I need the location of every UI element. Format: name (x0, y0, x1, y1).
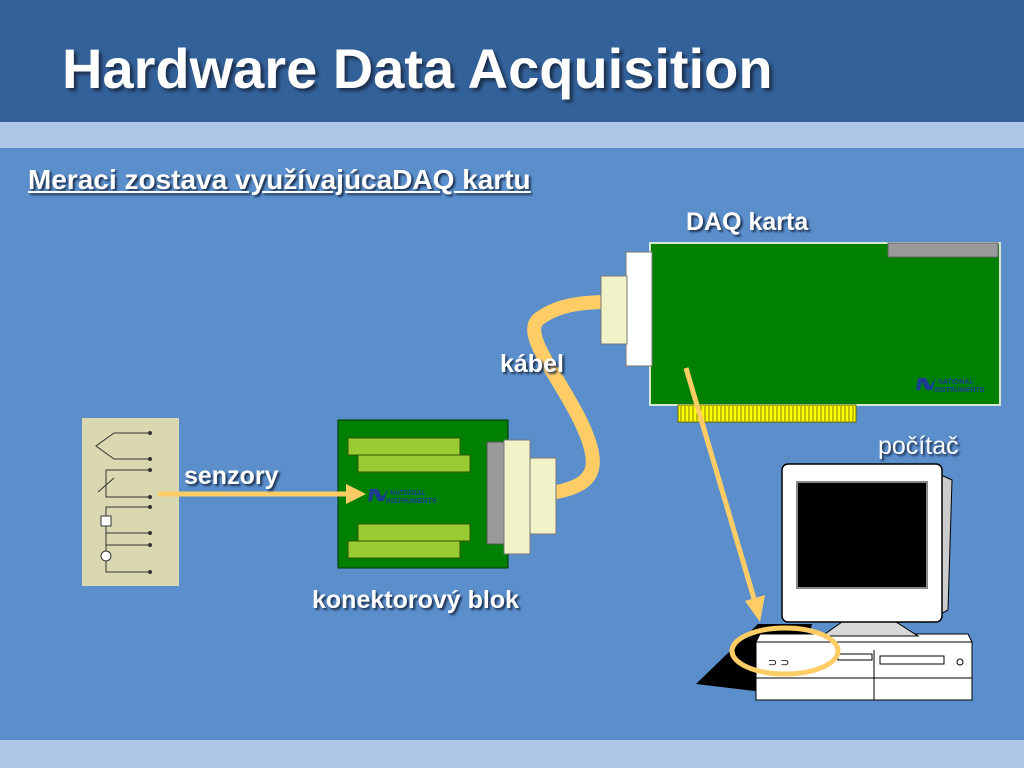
terminal-strip-4 (347, 540, 461, 559)
sensor-wire-2 (105, 469, 150, 498)
connector-block-plug-base (486, 441, 506, 545)
bottom-stripe (0, 740, 1024, 768)
slide-subtitle: Meraci zostava využívajúcaDAQ kartu (28, 164, 531, 195)
sensor-wire-1 (95, 432, 150, 460)
daq-card-bracket (887, 242, 999, 258)
sensor-wire-3 (97, 477, 115, 493)
ni-logo-line1: NATIONAL (938, 379, 974, 386)
terminal-strip-2 (357, 454, 471, 473)
daq-card-edge-connector (677, 404, 857, 423)
cable-label: kábel (500, 350, 564, 378)
sensor-panel-background (82, 418, 179, 586)
sensor-terminal (148, 495, 152, 499)
ni-logo-card: NATIONAL INSTRUMENTS (916, 378, 985, 394)
daq-card-connector-back (625, 251, 653, 367)
sensor-terminal (148, 505, 152, 509)
ni-logo-line2: INSTRUMENTS (934, 387, 985, 394)
card-to-computer-arrowhead (745, 595, 765, 622)
card-to-computer-arrow-line (683, 367, 758, 603)
daq-card: NATIONAL INSTRUMENTS (600, 242, 1001, 423)
sensor-terminal (148, 431, 152, 435)
connector-block: NATIONAL INSTRUMENTS (337, 419, 557, 569)
connector-block-plug (503, 439, 531, 555)
sensor-terminal (148, 457, 152, 461)
drive-slot-2 (879, 655, 945, 665)
terminal-strip-1 (347, 437, 461, 456)
ni-logo-block: NATIONAL INSTRUMENTS (368, 489, 437, 505)
title-stripe (0, 122, 1024, 148)
monitor-stand (820, 621, 920, 637)
sensor-signal-arrowhead (346, 484, 366, 504)
ni-logo-mark (916, 378, 936, 390)
daq-card-label: DAQ karta (686, 208, 809, 236)
sensors-label: senzory (184, 462, 279, 490)
daq-card-connector (600, 275, 628, 345)
title-bar (0, 0, 1024, 122)
computer: ⊃ ⊃ (696, 463, 973, 701)
ni-logo-line1: NATIONAL (390, 490, 426, 497)
sensor-terminal (148, 570, 152, 574)
drive-slot-1 (837, 653, 873, 661)
sensor-box (100, 515, 112, 527)
sensor-gauge (100, 550, 112, 562)
computer-label: počítač (878, 432, 959, 460)
pci-slot-highlight (729, 625, 841, 677)
computer-case (755, 641, 973, 701)
connector-block-plug-front (529, 457, 557, 535)
sensor-terminal (148, 468, 152, 472)
ni-logo-line2: INSTRUMENTS (386, 498, 437, 505)
connector-block-label: konektorový blok (312, 586, 519, 614)
sensor-terminal (148, 531, 152, 535)
power-light (956, 658, 964, 666)
case-buttons: ⊃ ⊃ (768, 657, 790, 669)
terminal-strip-3 (357, 523, 471, 542)
sensor-panel (82, 418, 179, 586)
daq-card-board (649, 242, 1001, 406)
cable (527, 295, 617, 499)
ni-logo-mark (368, 489, 388, 501)
monitor-screen (796, 481, 928, 589)
slide-title: Hardware Data Acquisition (62, 37, 773, 100)
sensor-terminal (148, 543, 152, 547)
